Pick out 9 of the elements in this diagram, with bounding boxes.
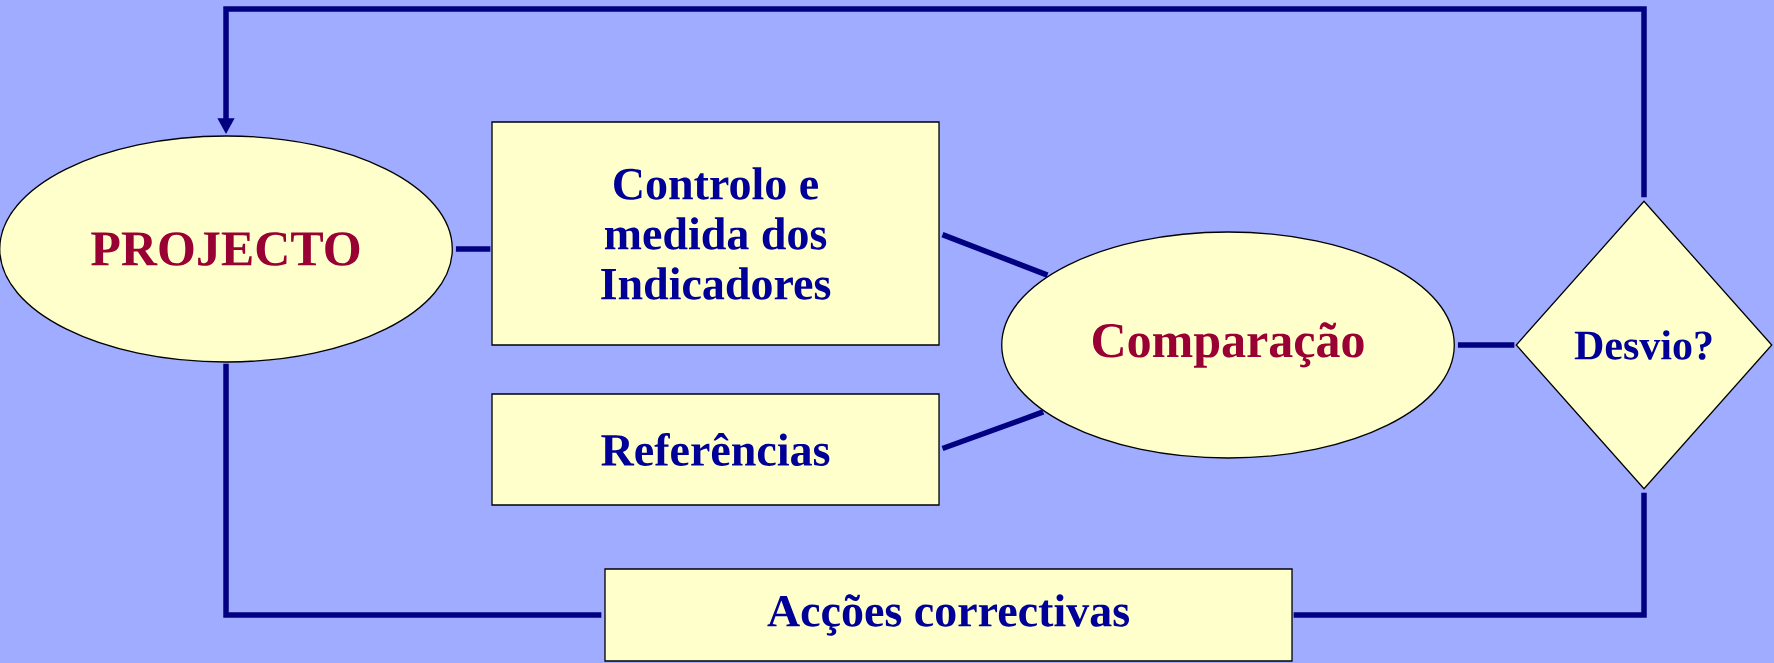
process-box: Referências <box>491 393 940 506</box>
process-box: Controlo e medida dos Indicadores <box>491 121 940 346</box>
connector <box>1293 492 1647 618</box>
connector <box>941 232 1049 278</box>
connector <box>1457 342 1515 348</box>
process-box: Acções correctivas <box>604 568 1293 662</box>
connector <box>455 246 491 252</box>
connector <box>941 409 1045 452</box>
connector <box>223 363 602 618</box>
